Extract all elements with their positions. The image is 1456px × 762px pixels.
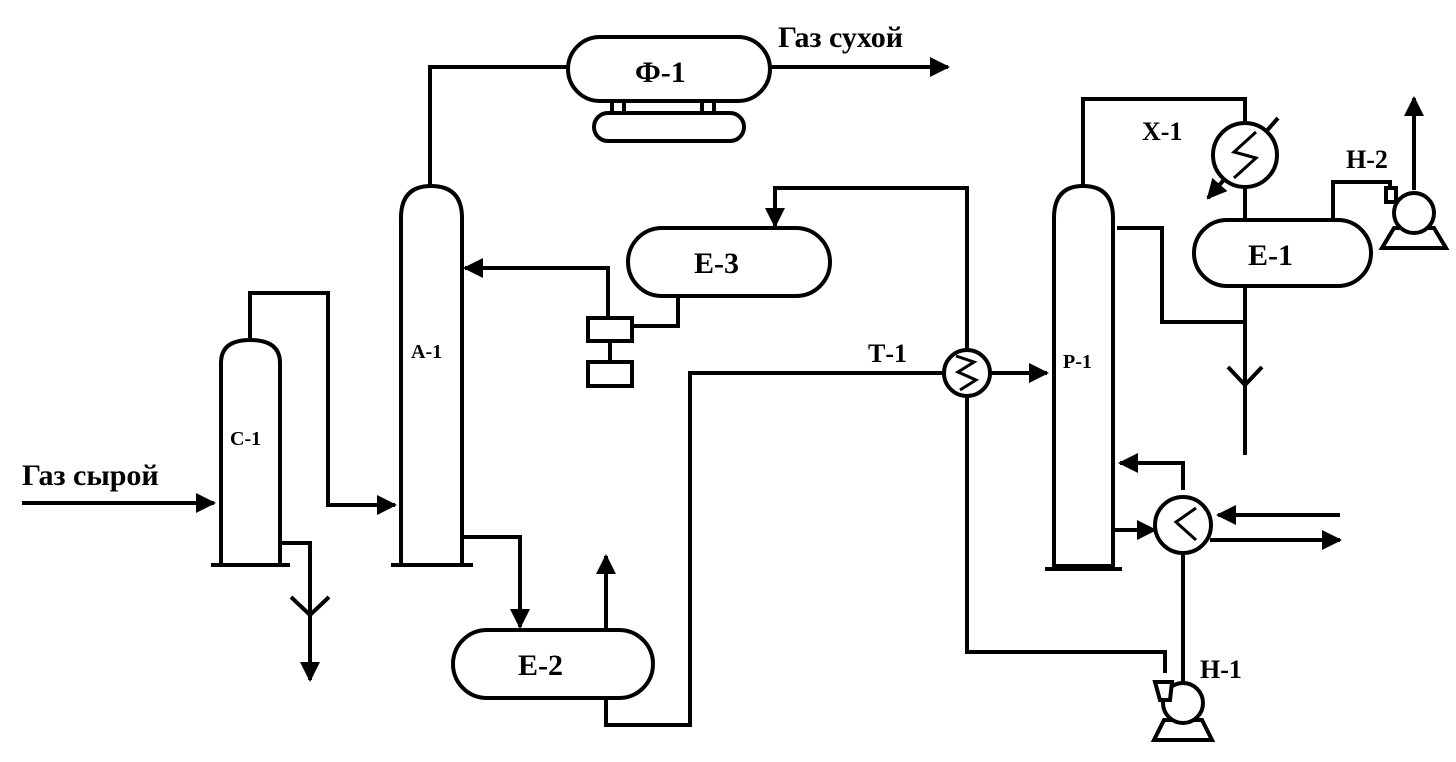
filter-f1	[566, 35, 772, 143]
cooler-label: Х-1	[1142, 117, 1182, 146]
reflux-line	[1117, 226, 1245, 324]
feed-pump	[586, 316, 634, 388]
tank-e1-label: Е-1	[1248, 239, 1293, 272]
separator-c1	[211, 337, 290, 567]
column-p1	[1045, 183, 1122, 571]
pump-h2-label: Н-2	[1346, 145, 1388, 174]
separator-label: С-1	[230, 428, 261, 450]
raw-gas-label: Газ сырой	[22, 459, 159, 492]
absorber-label: А-1	[411, 341, 442, 363]
filter-label: Ф-1	[635, 56, 686, 89]
e3-to-absorber-line	[632, 298, 680, 328]
tank-e2	[451, 628, 655, 700]
separator-drain-line	[282, 541, 320, 682]
pump-h2	[1378, 186, 1450, 250]
reboiler-return-line	[1118, 453, 1185, 490]
pump-h1-label: Н-1	[1200, 655, 1242, 684]
e1-drain-funnel	[1226, 365, 1264, 388]
separator-to-absorber-line	[248, 291, 397, 515]
column-top-line	[1081, 97, 1247, 187]
absorber-to-e2-line	[464, 535, 530, 629]
absorber-a1	[391, 183, 473, 567]
separator-drain-funnel	[289, 595, 331, 618]
reboiler	[1153, 495, 1213, 555]
cooler-x1	[1211, 121, 1279, 189]
e1-to-pump-h2-line	[1331, 180, 1392, 220]
lean-return-line	[765, 186, 969, 350]
pump-h1	[1150, 680, 1216, 742]
exchanger-label: Т-1	[868, 339, 907, 368]
tank-e3	[626, 226, 832, 298]
absorber-to-filter-line	[428, 65, 568, 187]
tank-e2-label: Е-2	[518, 649, 563, 682]
column-bottom-line	[965, 396, 1167, 673]
labels: Газ сырой Газ сухой С-1 А-1 Ф-1 Е-3 Е-2 …	[22, 21, 1388, 684]
dry-gas-label: Газ сухой	[778, 21, 903, 54]
pump-to-absorber-line	[463, 258, 610, 318]
e2-to-exchanger-line	[604, 371, 944, 727]
tank-e3-label: Е-3	[694, 247, 739, 280]
heat-exchanger-t1	[942, 348, 992, 398]
tank-e1	[1192, 218, 1373, 288]
column-label: Р-1	[1063, 351, 1092, 373]
